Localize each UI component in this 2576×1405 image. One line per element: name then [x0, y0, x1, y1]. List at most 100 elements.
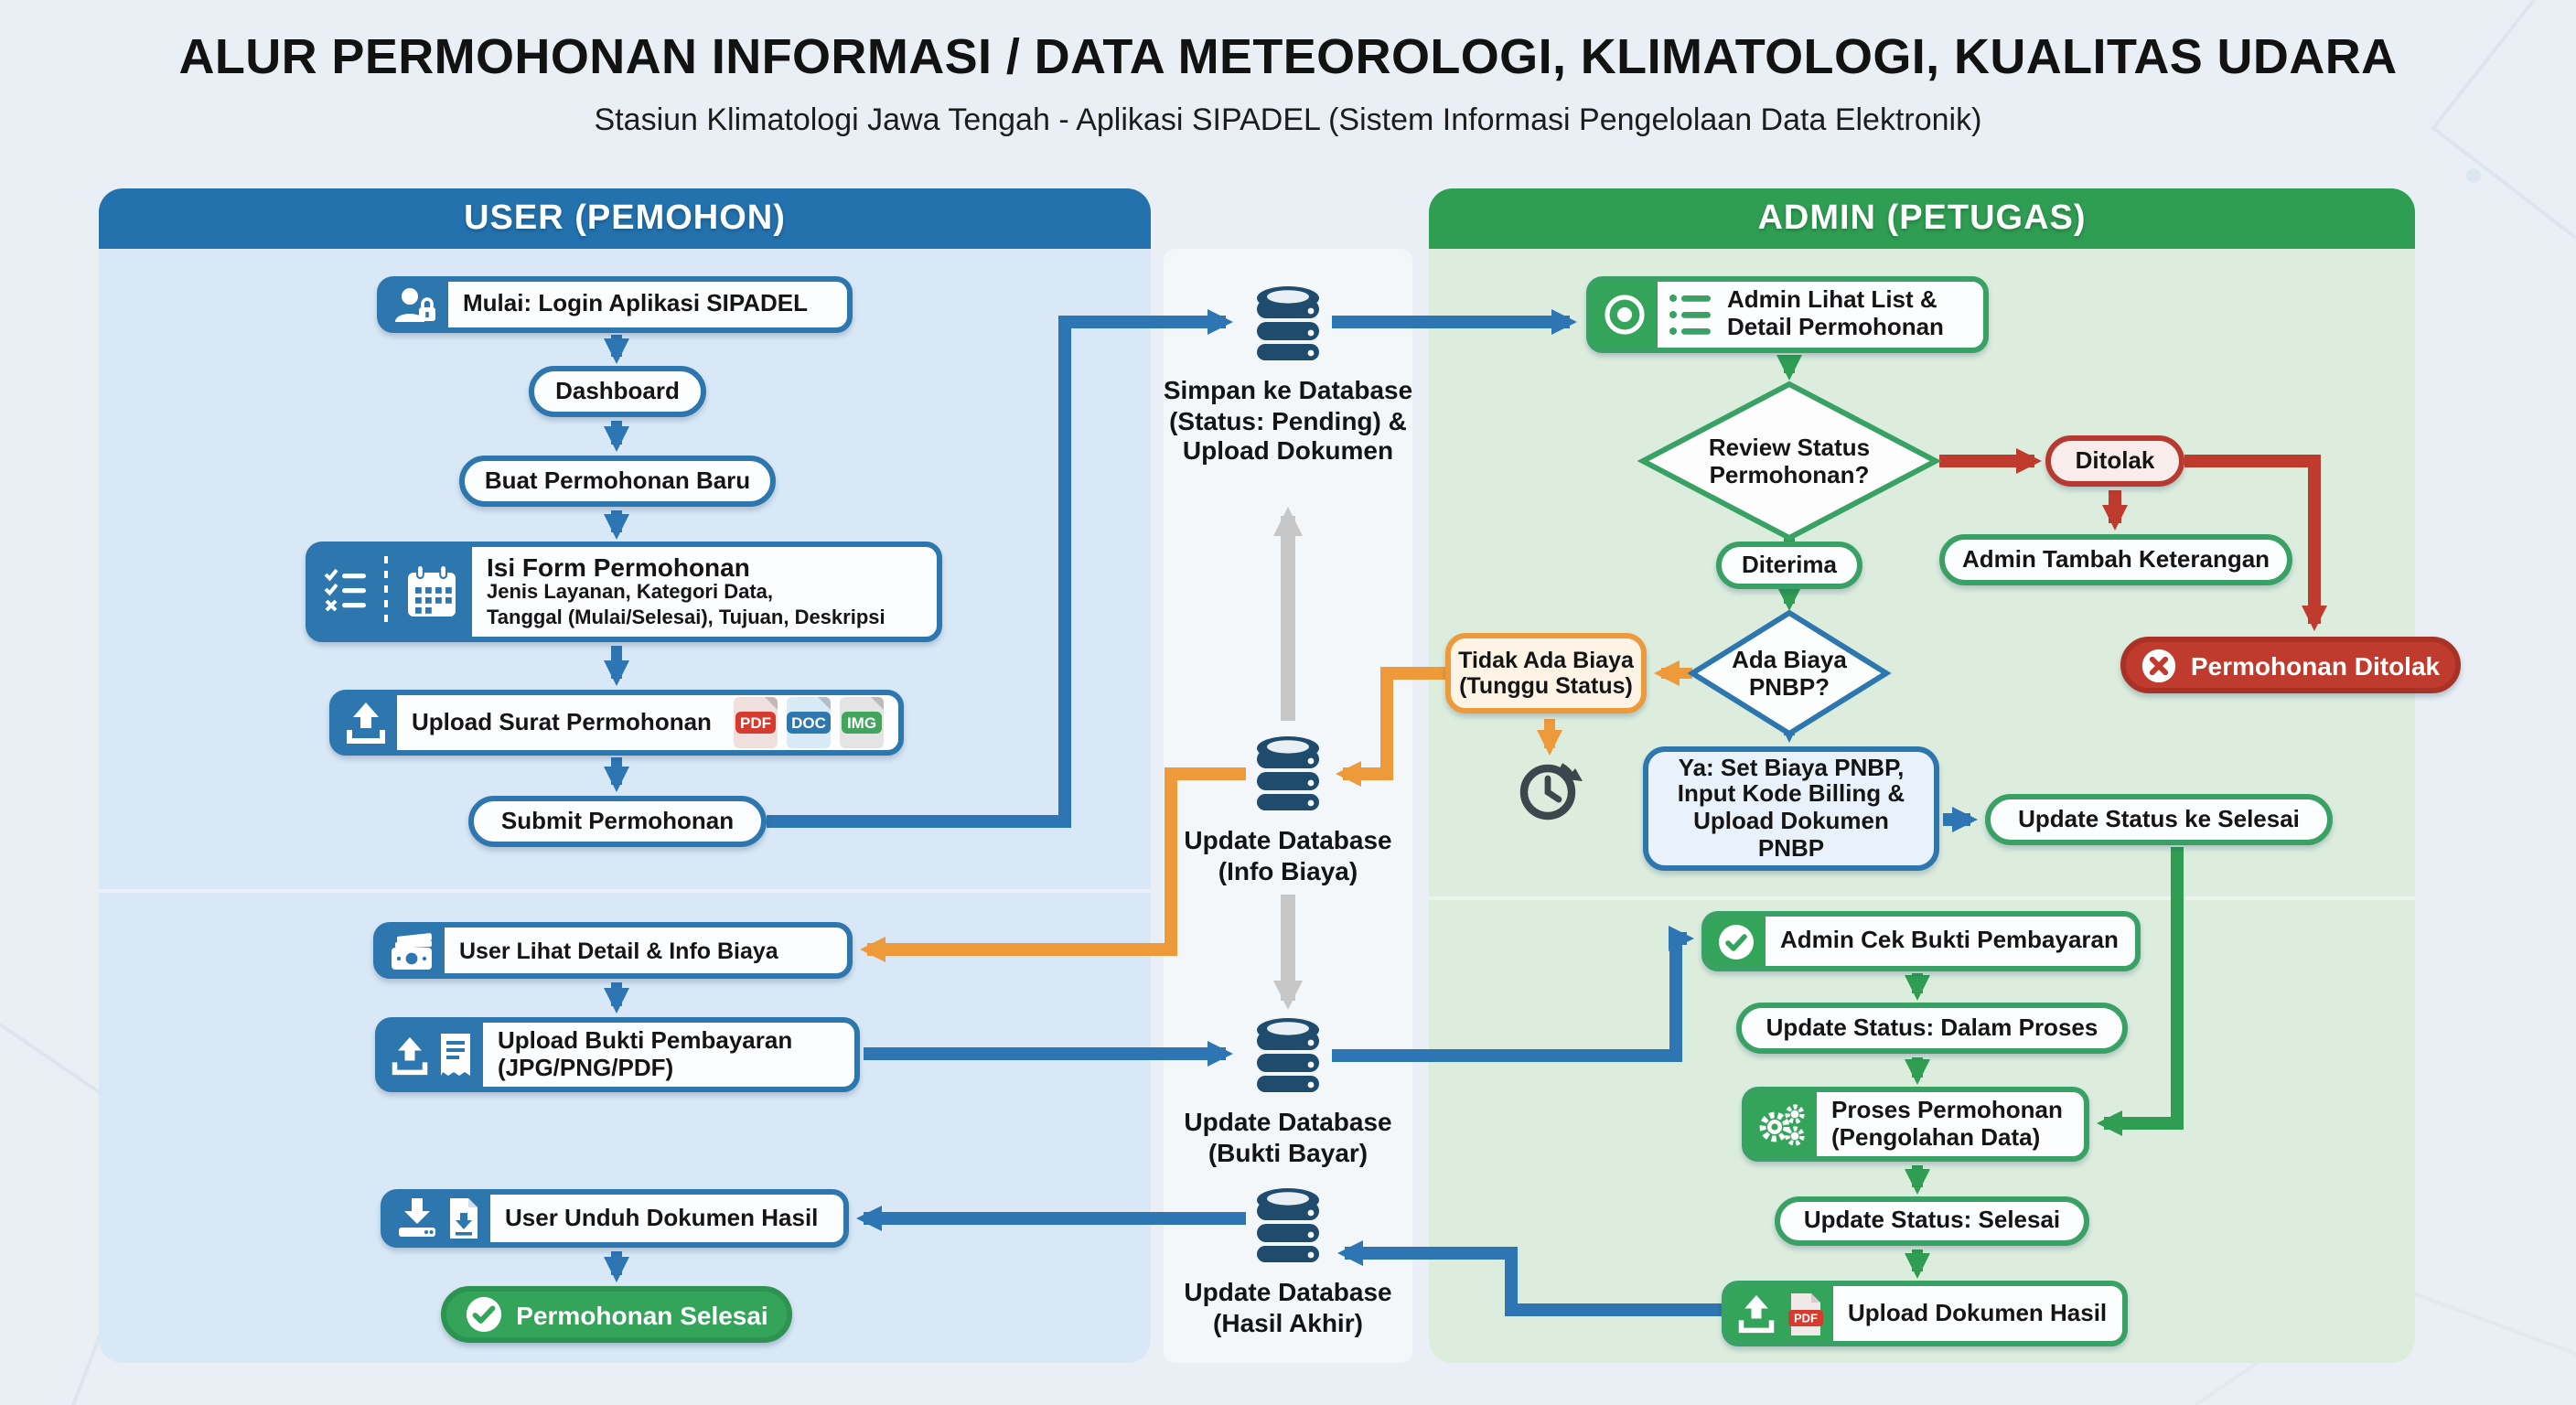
node-upload-hasil: PDF Upload Dokumen Hasil: [1722, 1281, 2128, 1346]
permohonan-selesai-label: Permohonan Selesai: [516, 1300, 768, 1329]
review-status-diamond: [1637, 381, 1942, 542]
upload-pdf-icons: PDF: [1727, 1286, 1833, 1341]
blue-step-arrows: [604, 335, 1802, 1282]
proses-permohonan-label: Proses Permohonan (Pengolahan Data): [1831, 1095, 2063, 1150]
cek-bukti-label: Admin Cek Bukti Pembayaran: [1780, 926, 2119, 954]
receipt-icon: [441, 1033, 470, 1075]
blue-main-arrows: [767, 309, 1978, 1316]
page-subtitle: Stasiun Klimatologi Jawa Tengah - Aplika…: [594, 102, 1982, 137]
permohonan-ditolak-label: Permohonan Ditolak: [2190, 650, 2441, 680]
db-hasil-akhir: Update Database (Hasil Akhir): [1142, 1184, 1434, 1337]
node-permohonan-ditolak: Permohonan Ditolak: [2120, 637, 2461, 693]
node-admin-lihat-list: Admin Lihat List & Detail Permohonan: [1586, 276, 1989, 353]
pdf-file-icon: PDF: [734, 697, 778, 748]
check-circle-icon: [467, 1296, 502, 1333]
clock-refresh-icon: [1519, 763, 1583, 820]
red-reject-arrows: [1939, 448, 2327, 631]
isi-form-text: Isi Form Permohonan Jenis Layanan, Kateg…: [472, 552, 900, 631]
node-tidak-ada-biaya: Tidak Ada Biaya (Tunggu Status): [1445, 633, 1647, 713]
node-dashboard: Dashboard: [529, 366, 706, 417]
db-info-biaya-label: Update Database (Info Biaya): [1184, 825, 1392, 885]
green-loop-arrow: [2097, 847, 2184, 1136]
money-icon: [379, 928, 445, 973]
database-icon: [1257, 736, 1319, 810]
admin-lihat-list-label: Admin Lihat List & Detail Permohonan: [1727, 285, 1944, 340]
list-icon: [1669, 295, 1711, 335]
node-proses-permohonan: Proses Permohonan (Pengolahan Data): [1742, 1087, 2089, 1162]
tidak-ada-biaya-label: Tidak Ada Biaya (Tunggu Status): [1458, 648, 1634, 699]
login-label: Mulai: Login Aplikasi SIPADEL: [463, 289, 809, 317]
download-icons: [386, 1195, 490, 1242]
node-permohonan-selesai: Permohonan Selesai: [441, 1286, 792, 1343]
node-submit: Submit Permohonan: [468, 796, 767, 847]
db-simpan-label: Simpan ke Database (Status: Pending) & U…: [1163, 375, 1413, 466]
upload-hasil-label: Upload Dokumen Hasil: [1848, 1298, 2108, 1326]
doc-file-icon: DOC: [787, 697, 831, 748]
node-isi-form: Isi Form Permohonan Jenis Layanan, Kateg…: [306, 542, 942, 642]
user-panel-header: USER (PEMOHON): [99, 188, 1151, 249]
update-ke-selesai-label: Update Status ke Selesai: [2018, 804, 2300, 832]
ditolak-label: Ditolak: [2075, 445, 2155, 474]
dalam-proses-label: Update Status: Dalam Proses: [1766, 1013, 2098, 1041]
upload-icon: [1738, 1294, 1775, 1334]
node-cek-bukti: Admin Cek Bukti Pembayaran: [1701, 911, 2141, 971]
database-icon: [1257, 1188, 1319, 1262]
node-set-biaya: Ya: Set Biaya PNBP, Input Kode Billing &…: [1643, 746, 1939, 871]
review-status-label: Review Status Permohonan?: [1708, 434, 1871, 488]
submit-label: Submit Permohonan: [500, 806, 735, 834]
db-simpan: Simpan ke Database (Status: Pending) & U…: [1142, 282, 1434, 466]
img-file-icon: IMG: [840, 697, 884, 748]
pdf-file-icon: PDF: [1788, 1292, 1823, 1335]
node-tambah-keterangan: Admin Tambah Keterangan: [1939, 534, 2292, 585]
db-hasil-akhir-label: Update Database (Hasil Akhir): [1184, 1277, 1392, 1337]
ada-biaya-diamond: [1687, 609, 1892, 737]
node-dalam-proses: Update Status: Dalam Proses: [1736, 1003, 2128, 1054]
admin-panel-divider: [1429, 896, 2415, 900]
node-unduh-hasil: User Unduh Dokumen Hasil: [381, 1189, 849, 1248]
document-download-icon: [450, 1198, 478, 1239]
node-upload-bukti: Upload Bukti Pembayaran (JPG/PNG/PDF): [375, 1017, 860, 1092]
node-buat-permohonan: Buat Permohonan Baru: [459, 456, 776, 507]
upload-icon: [335, 695, 397, 750]
page-title: ALUR PERMOHONAN INFORMASI / DATA METEORO…: [178, 29, 2398, 84]
node-lihat-biaya: User Lihat Detail & Info Biaya: [373, 922, 853, 979]
calendar-icon: [408, 563, 456, 616]
eye-icon: [1592, 282, 1658, 348]
diterima-label: Diterima: [1741, 550, 1838, 578]
x-circle-icon: [2142, 648, 2177, 682]
tambah-keterangan-label: Admin Tambah Keterangan: [1961, 544, 2270, 573]
db-bukti-bayar-label: Update Database (Bukti Bayar): [1184, 1107, 1392, 1167]
dashed-divider: [384, 555, 388, 628]
gears-icon: [1747, 1092, 1817, 1156]
checklist-icon: [324, 567, 366, 611]
node-diterima: Diterima: [1716, 542, 1862, 589]
orange-route-arrows: [860, 667, 1445, 962]
download-tray-icon: [399, 1198, 435, 1237]
node-update-ke-selesai: Update Status ke Selesai: [1985, 794, 2333, 845]
node-upload-surat: Upload Surat Permohonan PDF DOC IMG: [329, 690, 904, 756]
form-icons: [311, 547, 472, 637]
upload-bukti-label: Upload Bukti Pembayaran (JPG/PNG/PDF): [498, 1025, 793, 1080]
isi-form-detail: Jenis Layanan, Kategori Data, Tanggal (M…: [487, 582, 886, 629]
db-bukti-bayar: Update Database (Bukti Bayar): [1142, 1014, 1434, 1167]
upload-surat-label: Upload Surat Permohonan: [412, 707, 712, 735]
upload-receipt-icons: [381, 1023, 483, 1087]
check-circle-icon: [1707, 917, 1766, 966]
set-biaya-label: Ya: Set Biaya PNBP, Input Kode Billing &…: [1677, 753, 1905, 862]
buat-permohonan-label: Buat Permohonan Baru: [484, 466, 751, 494]
user-panel-divider: [99, 889, 1151, 893]
ada-biaya-label: Ada Biaya PNBP?: [1732, 646, 1847, 701]
dashboard-label: Dashboard: [555, 376, 680, 404]
database-icon: [1257, 286, 1319, 360]
node-ditolak: Ditolak: [2045, 435, 2184, 487]
svg-text:PDF: PDF: [1794, 1311, 1818, 1325]
node-status-selesai: Update Status: Selesai: [1775, 1196, 2089, 1246]
file-type-badges: PDF DOC IMG: [734, 697, 884, 748]
lihat-biaya-label: User Lihat Detail & Info Biaya: [459, 938, 778, 963]
admin-panel-header: ADMIN (PETUGAS): [1429, 188, 2415, 249]
node-login: Mulai: Login Aplikasi SIPADEL: [377, 276, 853, 333]
user-lock-icon: [382, 282, 448, 327]
unduh-hasil-label: User Unduh Dokumen Hasil: [505, 1203, 819, 1231]
